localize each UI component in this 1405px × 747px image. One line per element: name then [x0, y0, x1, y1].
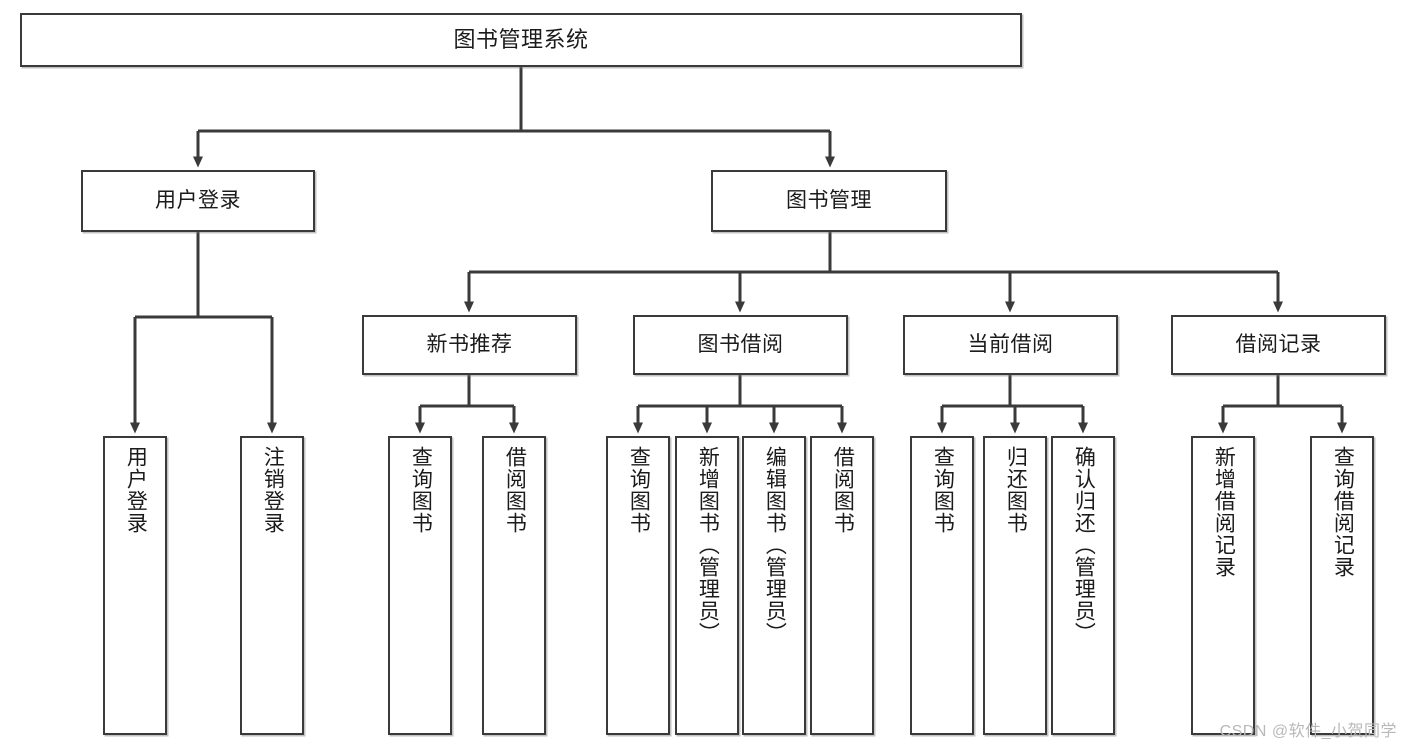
node-book-borrow[interactable]: 图书借阅 [633, 315, 848, 375]
node-borrow-record-label: 借阅记录 [1235, 332, 1322, 356]
node-leaf-add-book[interactable]: 新增图书（管理员） [675, 436, 739, 735]
node-new-book-recommend[interactable]: 新书推荐 [362, 315, 577, 375]
node-leaf-return-book[interactable]: 归还图书 [983, 436, 1047, 735]
node-leaf-logout-label: 注销登录 [261, 446, 285, 534]
node-user-login-label: 用户登录 [155, 188, 241, 212]
node-leaf-query-book-borrow[interactable]: 查询图书 [606, 436, 670, 735]
node-current-borrow-label: 当前借阅 [967, 332, 1054, 356]
node-leaf-borrow-book-label: 借阅图书 [831, 446, 855, 534]
node-leaf-add-record[interactable]: 新增借阅记录 [1191, 436, 1255, 735]
node-leaf-borrow-book-recommend[interactable]: 借阅图书 [482, 436, 546, 735]
node-root-label: 图书管理系统 [453, 27, 589, 53]
node-leaf-add-book-label: 新增图书（管理员） [696, 446, 720, 644]
node-leaf-user-login-label: 用户登录 [124, 446, 148, 534]
node-leaf-add-record-label: 新增借阅记录 [1212, 446, 1236, 578]
node-user-login[interactable]: 用户登录 [81, 170, 315, 232]
node-leaf-edit-book-label: 编辑图书（管理员） [763, 446, 787, 644]
node-leaf-query-book-current[interactable]: 查询图书 [910, 436, 974, 735]
node-leaf-query-book-borrow-label: 查询图书 [627, 446, 651, 534]
node-leaf-borrow-book[interactable]: 借阅图书 [810, 436, 874, 735]
csdn-watermark: CSDN @软件_小贺同学 [1219, 723, 1397, 740]
node-leaf-logout[interactable]: 注销登录 [240, 436, 304, 735]
node-leaf-query-book-recommend-label: 查询图书 [409, 446, 433, 534]
node-new-book-recommend-label: 新书推荐 [426, 332, 513, 356]
node-leaf-user-login[interactable]: 用户登录 [103, 436, 167, 735]
node-leaf-query-book-recommend[interactable]: 查询图书 [388, 436, 452, 735]
node-borrow-record[interactable]: 借阅记录 [1171, 315, 1386, 375]
node-leaf-query-book-current-label: 查询图书 [931, 446, 955, 534]
node-leaf-borrow-book-recommend-label: 借阅图书 [503, 446, 527, 534]
node-leaf-return-book-label: 归还图书 [1004, 446, 1028, 534]
node-book-borrow-label: 图书借阅 [697, 332, 784, 356]
node-leaf-confirm-return[interactable]: 确认归还（管理员） [1051, 436, 1115, 735]
node-leaf-confirm-return-label: 确认归还（管理员） [1072, 446, 1096, 644]
node-book-manage[interactable]: 图书管理 [711, 170, 947, 232]
node-leaf-edit-book[interactable]: 编辑图书（管理员） [742, 436, 806, 735]
node-book-manage-label: 图书管理 [786, 188, 872, 212]
node-current-borrow[interactable]: 当前借阅 [903, 315, 1118, 375]
node-leaf-query-record[interactable]: 查询借阅记录 [1310, 436, 1374, 735]
node-leaf-query-record-label: 查询借阅记录 [1331, 446, 1355, 578]
node-root[interactable]: 图书管理系统 [20, 13, 1022, 67]
